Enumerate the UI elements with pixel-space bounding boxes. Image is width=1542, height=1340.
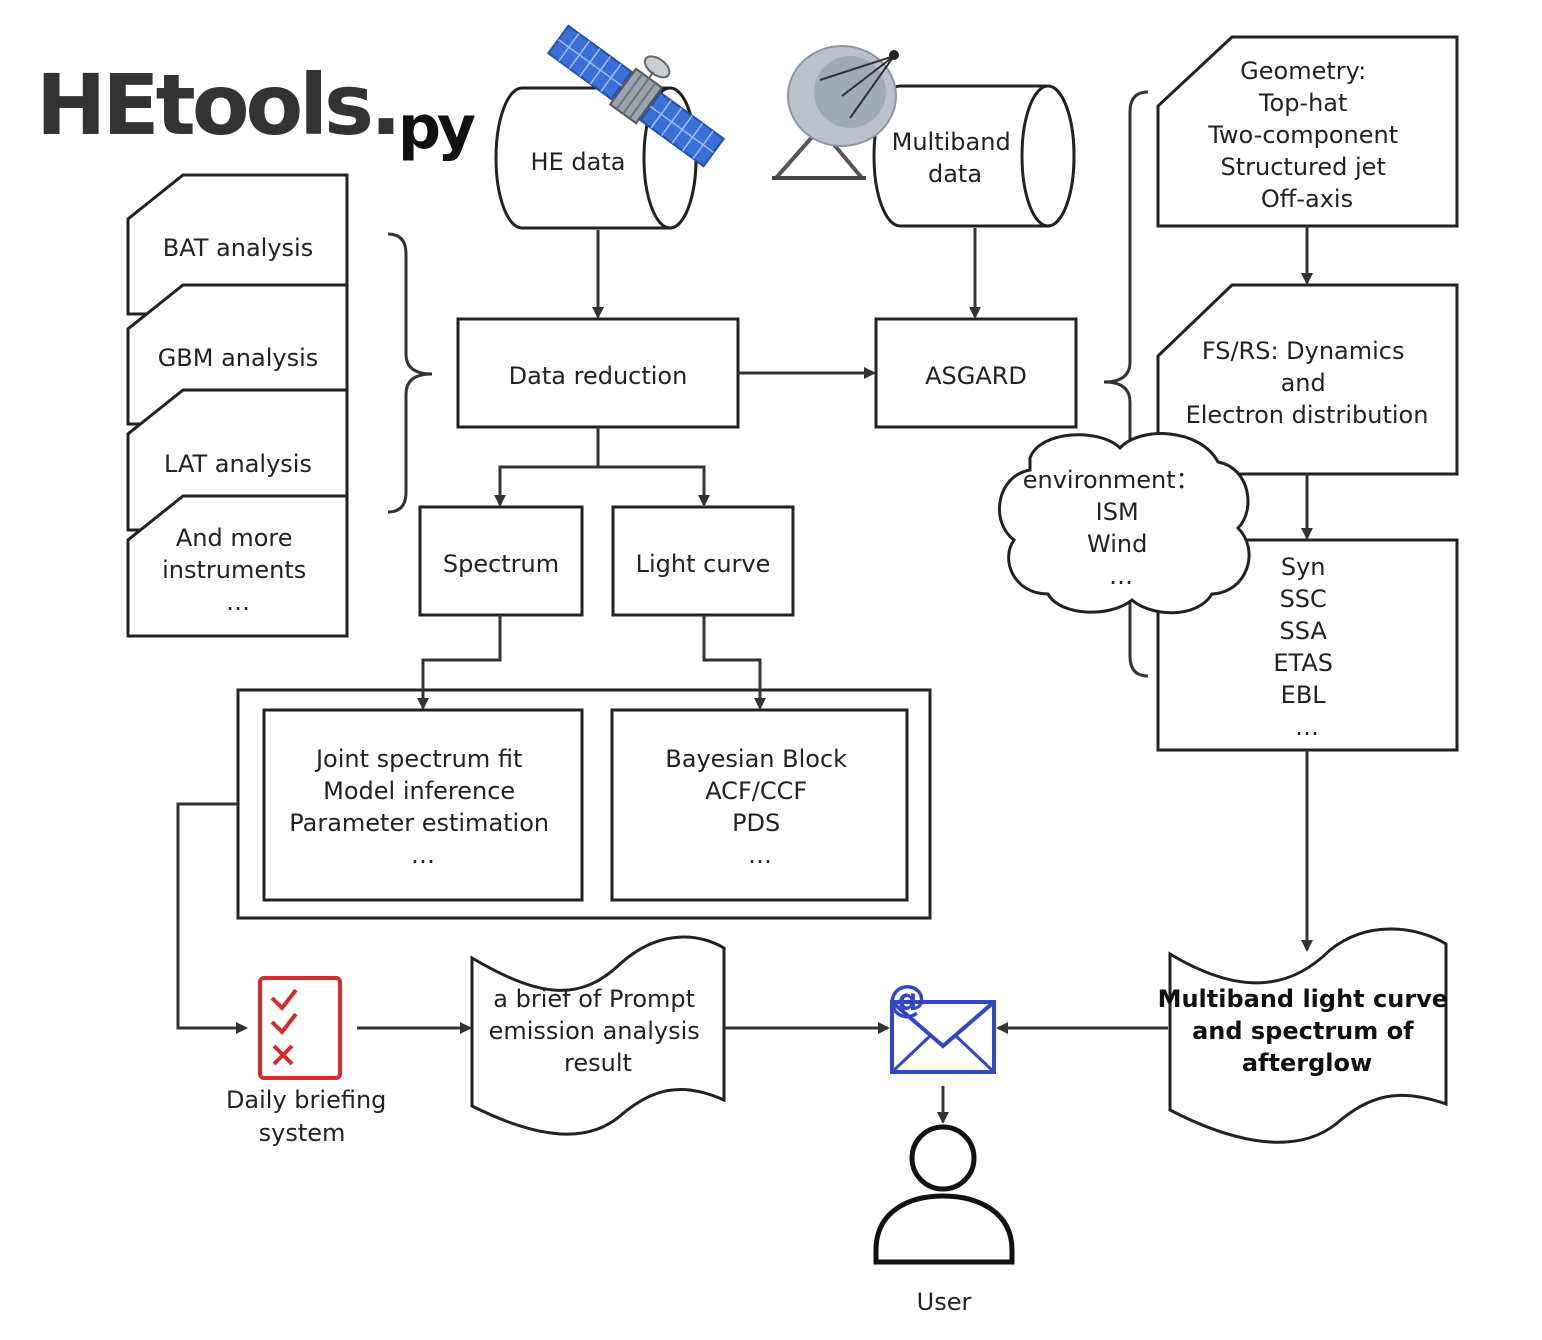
more-instruments-label: And more instruments … — [162, 524, 314, 616]
environment-cloud — [998, 432, 1251, 615]
data-reduction-box — [456, 317, 740, 429]
satellite-icon — [546, 24, 726, 168]
instrument-cards: BAT analysis GBM analysis LAT analysis A… — [126, 173, 349, 638]
svg-text:HEtools.py: HEtools.py — [36, 56, 476, 163]
asgard-label: ASGARD — [925, 362, 1027, 390]
lat-analysis-label: LAT analysis — [164, 450, 312, 478]
checklist-icon — [258, 976, 342, 1080]
lc-methods-box — [610, 708, 909, 902]
brief-document — [470, 935, 726, 1136]
email-icon: @ — [888, 977, 996, 1074]
svg-text:@: @ — [888, 977, 926, 1021]
instruments-brace — [387, 232, 433, 514]
asgard-box — [874, 317, 1078, 429]
gbm-analysis-label: GBM analysis — [158, 344, 319, 372]
daily-briefing-label: Daily briefing system — [226, 1086, 394, 1147]
brief-label: a brief of Prompt emission analysis resu… — [489, 985, 708, 1077]
user-icon — [873, 1124, 1015, 1265]
dynamics-label: FS/RS: Dynamics and Electron distributio… — [1186, 337, 1429, 429]
spectrum-methods-box — [262, 708, 584, 902]
logo-suffix: py — [398, 93, 476, 163]
spectrum-box — [418, 505, 584, 617]
data-reduction-label: Data reduction — [509, 362, 688, 390]
model-brace — [1103, 90, 1149, 678]
logo-main: HEtools. — [36, 56, 398, 154]
afterglow-document — [1168, 927, 1448, 1144]
bat-analysis-label: BAT analysis — [163, 234, 313, 262]
environment-label: environment： ISM Wind … — [1023, 466, 1208, 590]
lc-methods-label: Bayesian Block ACF/CCF PDS … — [665, 745, 854, 869]
user-label: User — [917, 1288, 972, 1316]
spectrum-methods-label: Joint spectrum fit Model inference Param… — [289, 745, 557, 869]
logo: HEtools.py — [36, 56, 480, 163]
light-curve-label: Light curve — [636, 550, 771, 578]
satellite-dish-icon — [772, 45, 899, 180]
multiband-data-label: Multiband data — [892, 128, 1019, 188]
light-curve-box — [611, 505, 795, 617]
afterglow-label: Multiband light curve and spectrum of af… — [1158, 985, 1457, 1077]
multiband-data-cylinder: Multiband data — [872, 84, 1076, 228]
connectors — [176, 226, 1313, 1124]
radiation-label: Syn SSC SSA ETAS EBL … — [1273, 553, 1340, 741]
spectrum-label: Spectrum — [443, 550, 559, 578]
he-data-label: HE data — [531, 148, 626, 176]
geometry-label: Geometry: Top-hat Two-component Structur… — [1207, 57, 1406, 213]
